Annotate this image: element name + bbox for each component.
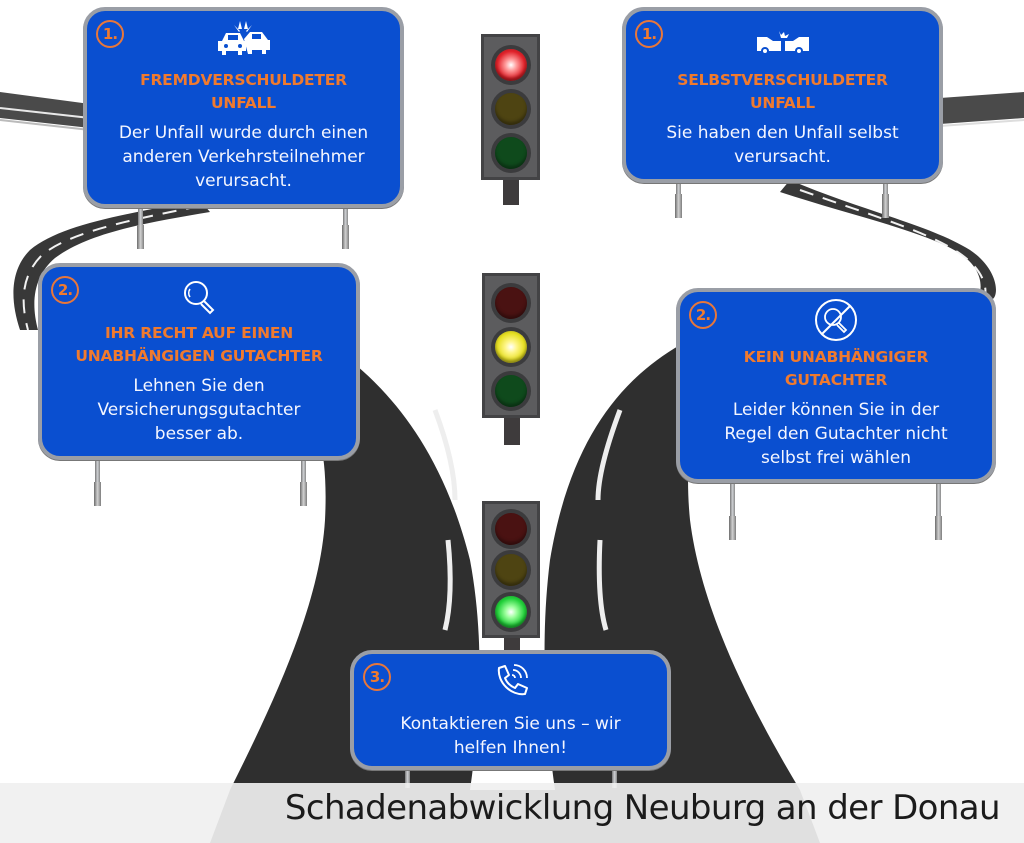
sign-post [137, 205, 144, 249]
sign-body: Sie haben den Unfall selbst verursacht. [666, 123, 899, 167]
step-number-badge: 3. [363, 663, 391, 691]
sign-post [300, 458, 307, 506]
sign-post [675, 180, 682, 218]
traffic-light-middle [482, 273, 540, 418]
sign-right-step1-self-caused-accident: 1. SELBSTVERSCHULDETER UNFALL Sie haben … [622, 7, 943, 183]
yellow-lamp-on-icon [495, 331, 527, 363]
traffic-light-top [481, 34, 540, 180]
sign-post [882, 180, 889, 218]
sign-title: IHR RECHT AUF EINEN UNABHÄNGIGEN GUTACHT… [75, 324, 323, 365]
sign-post [935, 480, 942, 540]
yellow-lamp-off-icon [494, 93, 527, 125]
step-number-badge: 1. [96, 20, 124, 48]
road-left-top [0, 92, 90, 128]
no-magnifier-icon [815, 299, 857, 341]
traffic-light-pole-middle [504, 415, 520, 445]
caption-title: Schadenabwicklung Neuburg an der Donau [284, 788, 1001, 828]
traffic-light-pole-top [503, 175, 519, 205]
sign-body: Leider können Sie in der Regel den Gutac… [724, 400, 948, 468]
road-left-winding [13, 200, 210, 330]
road-right-top [940, 92, 1024, 124]
sign-right-step2-no-independent-appraiser: 2. KEIN UNABHÄNGIGER GUTACHTER Leider kö… [676, 288, 996, 483]
sign-left-step2-independent-appraiser: 2. IHR RECHT AUF EINEN UNABHÄNGIGEN GUTA… [38, 263, 360, 460]
phone-call-icon [497, 664, 528, 696]
road-right-winding [780, 180, 996, 300]
step-number-badge: 2. [51, 276, 79, 304]
car-collision-icon [217, 21, 270, 55]
sign-body: Der Unfall wurde durch einen anderen Ver… [118, 123, 369, 191]
red-lamp-on-icon [494, 49, 527, 81]
green-lamp-off-icon [495, 375, 527, 407]
caption-bar [0, 783, 1024, 843]
sign-post [94, 458, 101, 506]
green-lamp-off-icon [494, 137, 527, 169]
step-number-badge: 2. [689, 301, 717, 329]
sign-post [612, 768, 617, 788]
traffic-light-bottom [482, 501, 540, 638]
green-lamp-on-icon [495, 596, 527, 628]
sign-title: KEIN UNABHÄNGIGER GUTACHTER [743, 348, 929, 389]
sign-step3-contact-us: 3. Kontaktieren Sie uns – wir helfen Ihn… [350, 650, 671, 770]
sign-left-step1-third-party-accident: 1. FREMDVERSCHULDETER UNFALL Der Unfall … [83, 7, 404, 208]
sign-post [342, 205, 349, 249]
step-number-badge: 1. [635, 20, 663, 48]
sign-title: FREMDVERSCHULDETER UNFALL [140, 71, 347, 112]
magnifier-icon [184, 281, 215, 315]
car-crash-icon [756, 31, 809, 55]
sign-body: Kontaktieren Sie uns – wir helfen Ihnen! [400, 714, 621, 758]
sign-post [405, 768, 410, 788]
red-lamp-off-icon [495, 513, 527, 545]
yellow-lamp-off-icon [495, 554, 527, 586]
sign-body: Lehnen Sie den Versicherungsgutachter be… [97, 376, 301, 444]
sign-post [729, 480, 736, 540]
sign-title: SELBSTVERSCHULDETER UNFALL [677, 71, 888, 112]
red-lamp-off-icon [495, 287, 527, 319]
